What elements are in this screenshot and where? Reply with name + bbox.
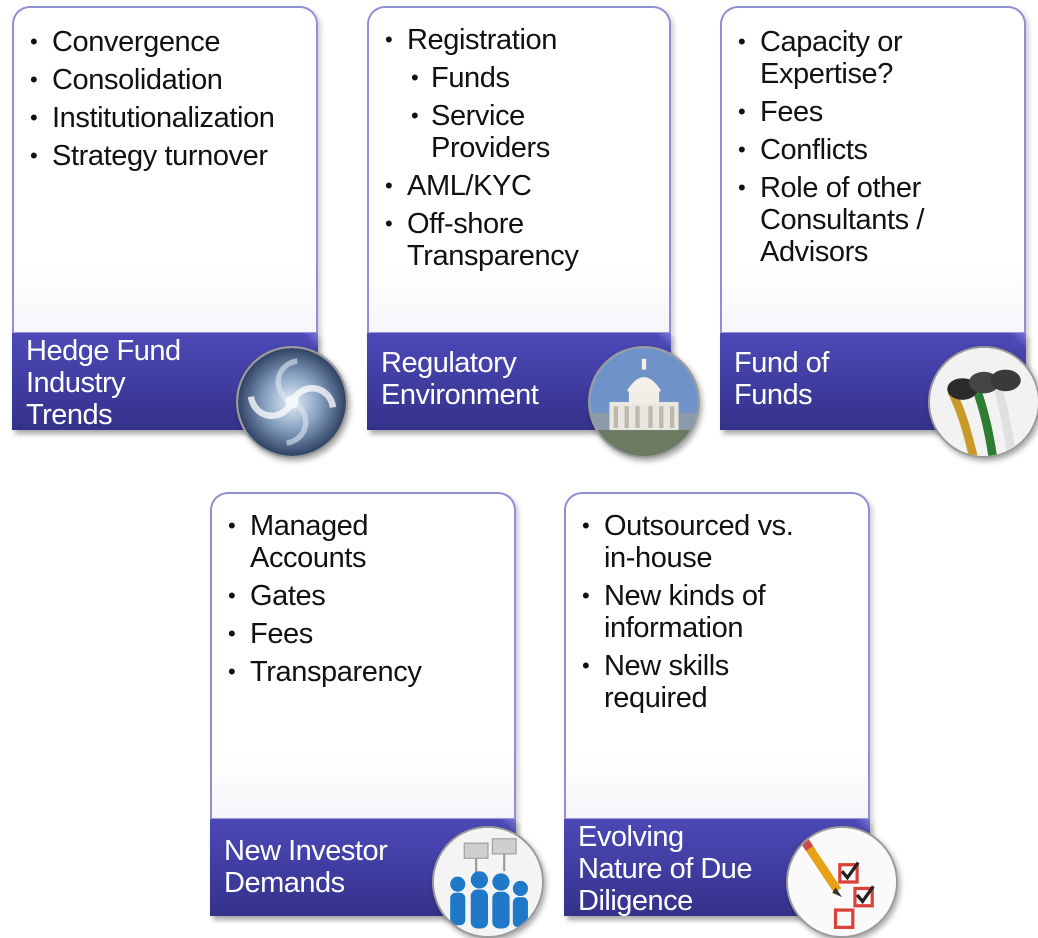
card-label: Hedge Fund Industry Trends <box>26 335 181 431</box>
protest-crowd-icon <box>432 826 544 938</box>
bullet-item: Role of other Consultants / Advisors <box>736 172 970 268</box>
bullet-item: Managed Accounts <box>226 510 410 574</box>
bullet-item: Fees <box>226 618 506 650</box>
card-label: Evolving Nature of Due Diligence <box>578 821 753 917</box>
card-label-line: Fund of <box>734 347 829 379</box>
card-content-panel: Managed Accounts Gates Fees Transparency <box>210 492 516 818</box>
bullet-item: Strategy turnover <box>28 140 308 172</box>
bullet-item: Convergence <box>28 26 308 58</box>
bullet-item: AML/KYC <box>383 170 661 202</box>
card-label-line: Hedge Fund <box>26 335 181 367</box>
bullet-item: Conflicts <box>736 134 1016 166</box>
card-fund-of-funds: Capacity or Expertise? Fees Conflicts Ro… <box>720 6 1026 430</box>
bullet-list: Registration Funds Service Providers AML… <box>383 24 661 278</box>
cables-icon <box>928 346 1038 458</box>
card-label-line: Trends <box>26 399 113 431</box>
bullet-item: New skills required <box>580 650 774 714</box>
capitol-building-icon <box>588 346 700 458</box>
card-label-line: Regulatory <box>381 347 517 379</box>
bullet-item: New kinds of information <box>580 580 804 644</box>
bullet-item: Transparency <box>226 656 506 688</box>
sub-bullet-item: Service Providers <box>383 100 581 164</box>
card-content-panel: Capacity or Expertise? Fees Conflicts Ro… <box>720 6 1026 332</box>
sub-bullet-item: Funds <box>383 62 661 94</box>
card-label: Regulatory Environment <box>381 347 539 411</box>
bullet-list: Convergence Consolidation Institutionali… <box>28 26 308 178</box>
card-hedge-fund-industry-trends: Convergence Consolidation Institutionali… <box>12 6 318 431</box>
card-label-line: Demands <box>224 867 345 899</box>
card-regulatory-environment: Registration Funds Service Providers AML… <box>367 6 671 430</box>
bullet-list: Outsourced vs. in-house New kinds of inf… <box>580 510 860 720</box>
card-content-panel: Outsourced vs. in-house New kinds of inf… <box>564 492 870 818</box>
card-label-line: New Investor <box>224 835 388 867</box>
bullet-item: Registration <box>383 24 661 56</box>
card-label: Fund of Funds <box>734 347 829 411</box>
checklist-icon <box>786 826 898 938</box>
card-label-band: Regulatory Environment <box>367 332 671 430</box>
bullet-item: Consolidation <box>28 64 308 96</box>
bullet-item: Off-shore Transparency <box>383 208 617 272</box>
bullet-item: Capacity or Expertise? <box>736 26 940 90</box>
bullet-item: Fees <box>736 96 1016 128</box>
card-label: New Investor Demands <box>224 835 388 899</box>
card-content-panel: Registration Funds Service Providers AML… <box>367 6 671 332</box>
bullet-item: Gates <box>226 580 506 612</box>
bullet-list: Capacity or Expertise? Fees Conflicts Ro… <box>736 26 1016 274</box>
bullet-list: Managed Accounts Gates Fees Transparency <box>226 510 506 694</box>
card-label-line: Evolving <box>578 821 684 853</box>
card-label-line: Nature of Due <box>578 853 753 885</box>
card-label-line: Environment <box>381 379 539 411</box>
card-content-panel: Convergence Consolidation Institutionali… <box>12 6 318 332</box>
card-label-line: Diligence <box>578 885 693 917</box>
bullet-item: Outsourced vs. in-house <box>580 510 824 574</box>
hurricane-icon <box>236 346 348 458</box>
bullet-item: Institutionalization <box>28 102 308 134</box>
card-label-line: Funds <box>734 379 813 411</box>
card-label-line: Industry <box>26 367 126 399</box>
